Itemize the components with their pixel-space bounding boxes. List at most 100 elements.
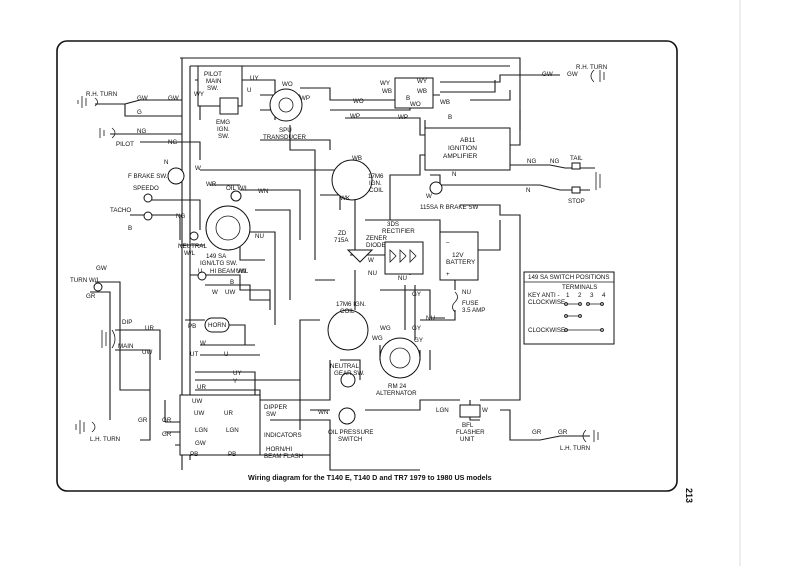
wire-code: UR bbox=[197, 384, 206, 391]
wire-code: NU bbox=[426, 315, 435, 322]
zener-diode-label-2: DIODE bbox=[366, 242, 386, 249]
svg-text:+: + bbox=[446, 271, 450, 278]
wire-code: NU bbox=[368, 270, 377, 277]
flasher-unit bbox=[459, 404, 481, 418]
ign-coil-top-label-1: 17M6 bbox=[368, 173, 384, 180]
rectifier-diodes bbox=[389, 249, 417, 263]
fuse-label-1: FUSE bbox=[462, 300, 479, 307]
rear-brake-switch bbox=[429, 181, 443, 195]
lh-turn-right-lamp bbox=[582, 429, 599, 443]
tail-stop-lamp bbox=[571, 162, 601, 194]
wire-code: WG bbox=[372, 335, 383, 342]
wire-code: GW bbox=[567, 71, 578, 78]
wire-code: U bbox=[247, 87, 251, 94]
wire-code: GY bbox=[412, 325, 421, 332]
wire-code: Y bbox=[233, 378, 237, 385]
flasher-label-3: UNIT bbox=[460, 436, 475, 443]
wire-code: UW bbox=[225, 289, 235, 296]
wire-code: GR bbox=[86, 293, 96, 300]
wire-code: WB bbox=[417, 88, 427, 95]
wire-code: WR bbox=[206, 181, 217, 188]
terminal-3: 3 bbox=[590, 292, 594, 299]
alternator-label-1: RM 24 bbox=[388, 383, 407, 390]
hi-beam-warning-lamp bbox=[197, 271, 207, 281]
neutral-wl-label-2: W/L bbox=[184, 250, 196, 257]
pilot-main-sw-label-3: SW. bbox=[207, 85, 219, 92]
pilot-label: PILOT bbox=[116, 141, 134, 148]
lh-turn-right-label: L.H. TURN bbox=[560, 445, 590, 452]
switch-row1-label-2: CLOCKWISE bbox=[528, 299, 565, 306]
wire-code: B bbox=[230, 279, 234, 286]
emg-ign-sw-label-2: IGN. bbox=[217, 126, 230, 133]
dipper-sw-label-2: SW bbox=[266, 411, 276, 418]
battery-label-2: BATTERY bbox=[446, 259, 476, 266]
pilot-lamp bbox=[99, 127, 116, 139]
pilot-main-sw-label-1: PILOT bbox=[204, 71, 222, 78]
horn-label: HORN bbox=[208, 322, 226, 329]
tail-label: TAIL bbox=[570, 155, 583, 162]
wire-code: GR bbox=[138, 417, 148, 424]
wire-code: B bbox=[406, 95, 410, 102]
switch-positions-table: 149 SA SWITCH POSITIONS TERMINALS 1 2 3 … bbox=[523, 271, 615, 345]
wire-code: GR bbox=[162, 431, 172, 438]
wire-code: LGN bbox=[226, 427, 239, 434]
wire-code: WO bbox=[410, 101, 421, 108]
wire-code: B bbox=[448, 114, 452, 121]
neutral-warning-lamp bbox=[189, 231, 199, 241]
flasher-label-2: FLASHER bbox=[456, 429, 485, 436]
terminal-4: 4 bbox=[602, 292, 606, 299]
wire-code: PB bbox=[188, 323, 196, 330]
wire-code: UY bbox=[233, 370, 242, 377]
rectifier-label-1: 3DS bbox=[387, 221, 399, 228]
svg-text:–: – bbox=[446, 239, 450, 246]
stop-label: STOP bbox=[568, 198, 585, 205]
wire-code: WN bbox=[318, 409, 328, 416]
battery bbox=[439, 231, 479, 281]
alternator-label-2: ALTERNATOR bbox=[376, 390, 417, 397]
ign-ltg-sw-label-1: 149 SA bbox=[206, 253, 227, 260]
wire-code: N bbox=[164, 159, 168, 166]
wire-code: N bbox=[526, 187, 530, 194]
tacho-label: TACHO bbox=[110, 207, 131, 214]
wire-code: UR bbox=[145, 325, 154, 332]
neutral-gear-sw-label-1: NEUTRAL bbox=[330, 363, 359, 370]
diagram-frame bbox=[56, 40, 678, 492]
rh-turn-right-lamp bbox=[590, 69, 605, 83]
oil-pressure-sw-label-1: OIL PRESSURE bbox=[328, 429, 374, 436]
wire-code: GW bbox=[96, 265, 107, 272]
wire-code: U bbox=[224, 351, 228, 358]
wire-code: UW bbox=[194, 410, 204, 417]
wiring bbox=[90, 57, 595, 471]
wire-code: WY bbox=[417, 78, 427, 85]
switch-row1-label-1: KEY ANTI - bbox=[528, 292, 560, 299]
dip-label: DIP bbox=[122, 319, 132, 326]
diagram-caption: Wiring diagram for the T140 E, T140 D an… bbox=[248, 473, 492, 482]
wire-code: WB bbox=[440, 99, 450, 106]
wire-code: G bbox=[137, 109, 142, 116]
hi-beam-wl-label: HI BEAM W/L bbox=[210, 268, 249, 275]
amplifier-label-1: AB11 bbox=[460, 137, 476, 144]
indicators-label: INDICATORS bbox=[264, 432, 302, 439]
ign-coil-top-label-2: IGN. bbox=[369, 180, 382, 187]
zd-label-2: 715A bbox=[334, 237, 349, 244]
wire-code: GW bbox=[195, 440, 206, 447]
wire-code: WB bbox=[352, 155, 362, 162]
headlamp bbox=[101, 329, 116, 349]
wire-code: UR bbox=[224, 410, 233, 417]
wire-code: WP bbox=[300, 95, 310, 102]
wire-code: WG bbox=[380, 325, 391, 332]
wire-code: NG bbox=[527, 158, 536, 165]
wire-code: PB bbox=[228, 451, 236, 458]
wire-code: WO bbox=[353, 98, 364, 105]
rear-brake-sw-label: 115SA R BRAKE SW bbox=[420, 204, 479, 211]
rh-turn-right-label: R.H. TURN bbox=[576, 64, 607, 71]
ign-coil-top bbox=[331, 159, 373, 201]
wire-code: UT bbox=[190, 351, 198, 358]
ign-coil-bottom bbox=[327, 309, 369, 351]
terminal-2: 2 bbox=[578, 292, 582, 299]
wire-code: WY bbox=[194, 91, 204, 98]
wire-code: W bbox=[426, 193, 432, 200]
speedo-lamp bbox=[143, 193, 153, 203]
horn-hi-beam-flash-label-2: BEAM FLASH bbox=[264, 453, 303, 460]
